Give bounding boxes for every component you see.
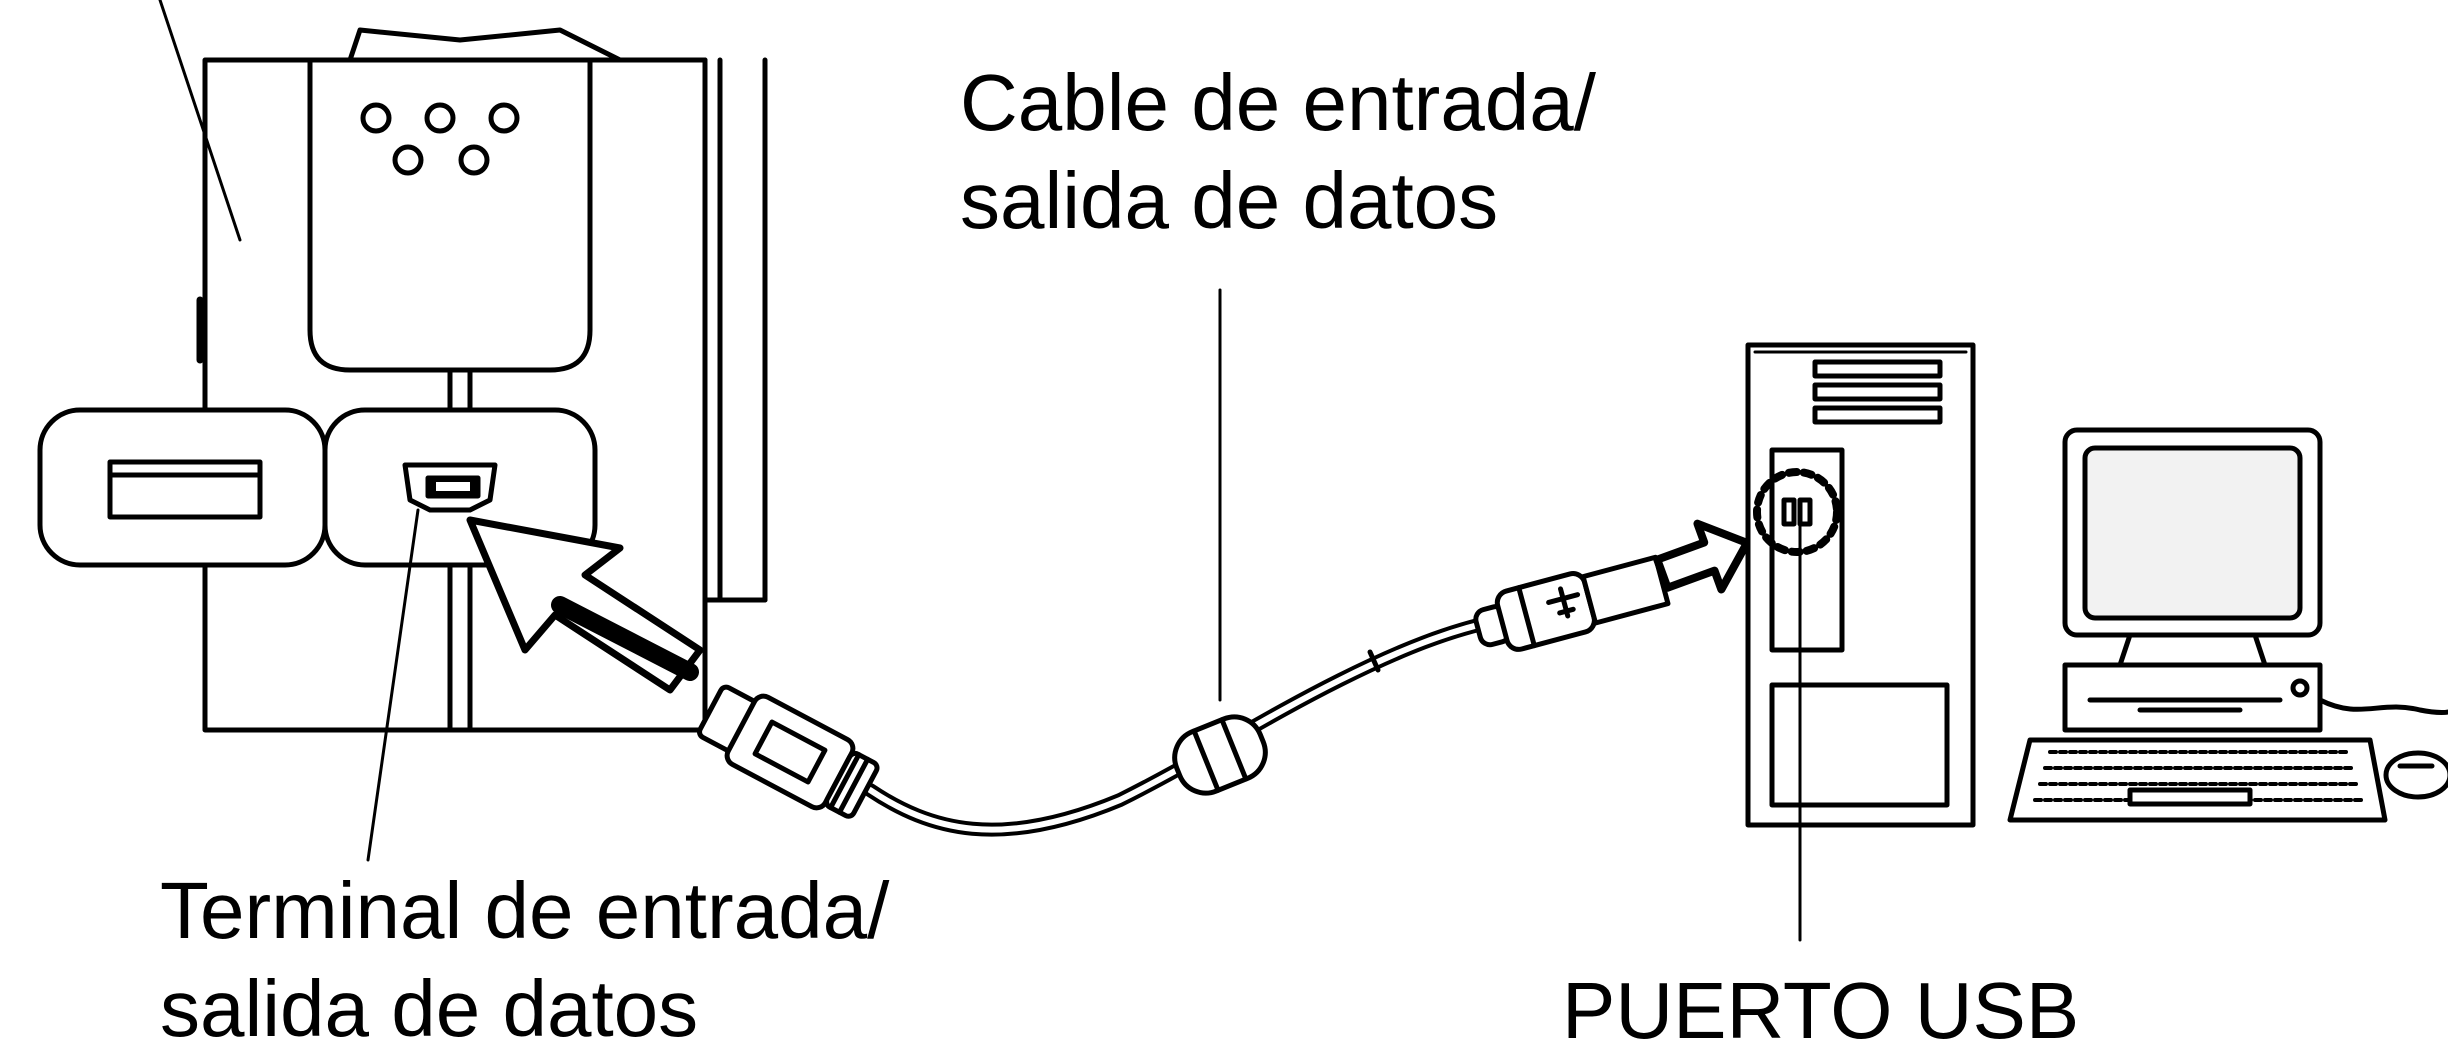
mini-usb-plug-icon — [697, 684, 880, 819]
monitor-icon — [2062, 427, 2323, 733]
usb-plug-icon — [1473, 554, 1671, 652]
terminal-label-line1: Terminal de entrada/ — [160, 866, 890, 955]
cable-label-line2: salida de datos — [960, 156, 1499, 245]
mouse-icon — [2317, 697, 2448, 800]
usb-port-label: PUERTO USB — [1562, 962, 2079, 1060]
keyboard-icon — [2007, 737, 2388, 823]
mini-usb-port-icon — [402, 462, 498, 513]
terminal-label-line2: salida de datos — [160, 964, 699, 1053]
cable-label: Cable de entrada/ salida de datos — [960, 54, 1596, 250]
terminal-label: Terminal de entrada/ salida de datos — [160, 862, 889, 1058]
pc-tower-icon — [1745, 342, 1976, 828]
usb-cable — [863, 613, 1507, 837]
usb-port-label-text: PUERTO USB — [1562, 966, 2080, 1055]
ferrite-core-icon — [1172, 714, 1268, 796]
device-leader-line — [158, 0, 242, 242]
port-arrow-icon — [1653, 519, 1751, 594]
cable-label-line1: Cable de entrada/ — [960, 58, 1597, 147]
insert-arrow-icon — [466, 516, 704, 694]
terminal-leader-line — [366, 508, 420, 862]
